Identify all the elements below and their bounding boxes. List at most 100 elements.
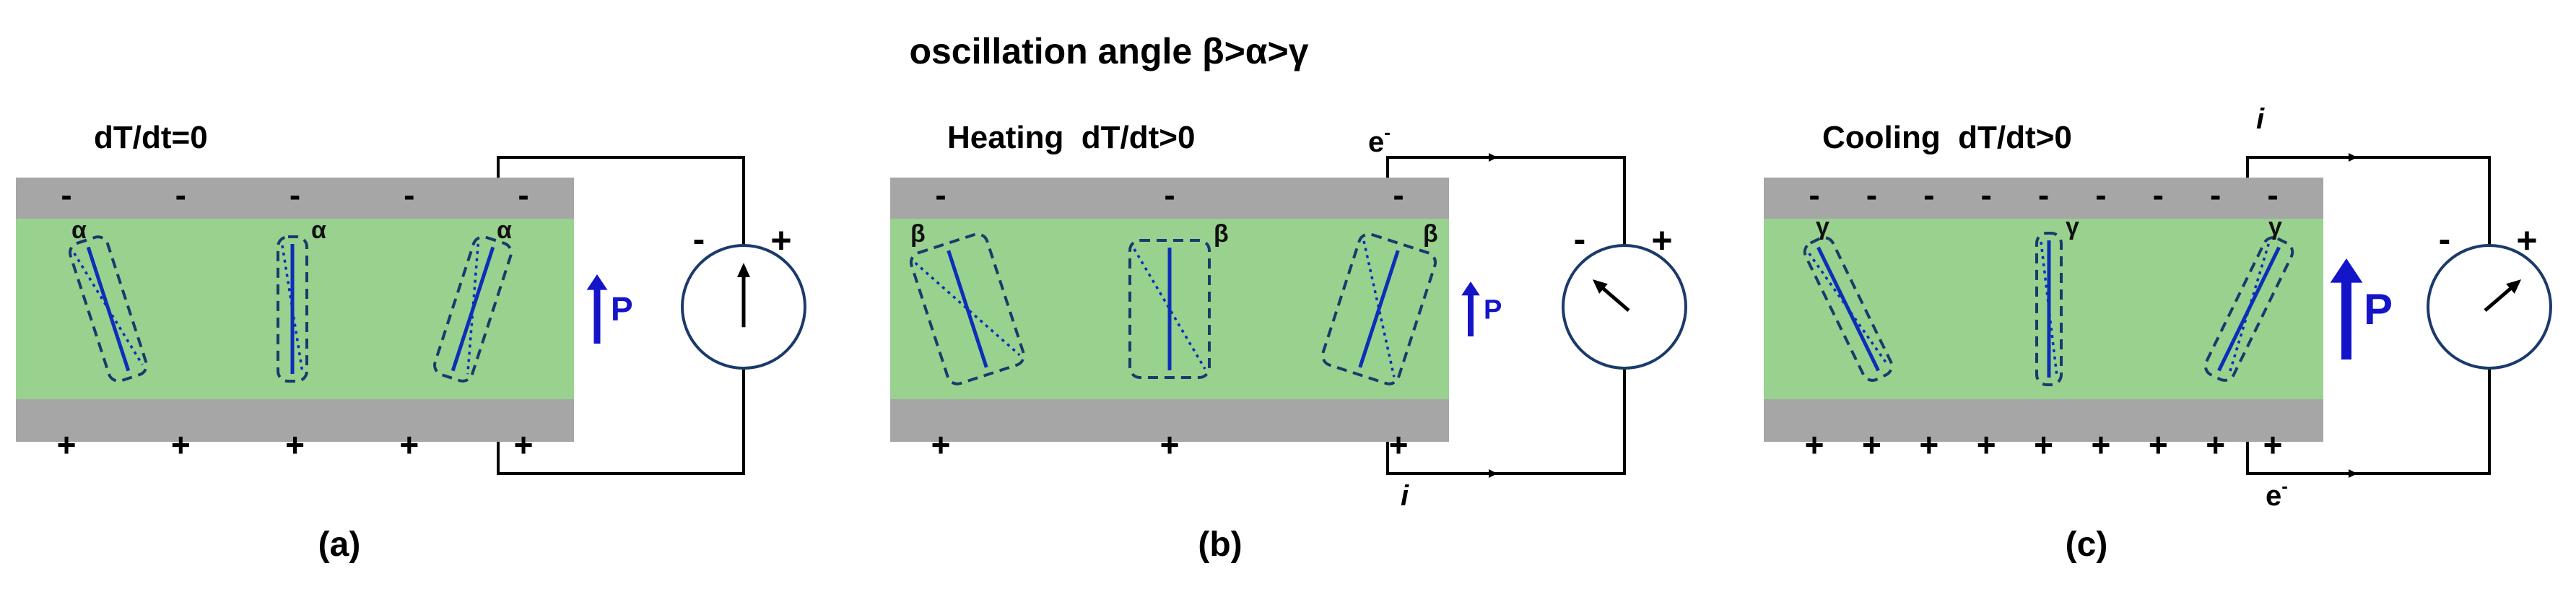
dipole-1 <box>1803 236 1894 382</box>
dipole-2 <box>277 235 308 383</box>
negative-charge: - <box>518 176 528 214</box>
negative-charge: - <box>1164 176 1175 214</box>
top-electrode <box>16 178 574 219</box>
wire-bottom <box>2246 368 2491 475</box>
oscillation-envelope <box>909 232 1026 385</box>
meter-needle-head <box>1592 279 1608 294</box>
negative-charge: - <box>175 176 186 214</box>
negative-charge: - <box>61 176 71 214</box>
polarization-arrow-head <box>586 274 608 290</box>
top-electrode <box>1764 178 2323 219</box>
angle-symbol: α <box>71 217 87 244</box>
panel-c-electron-bottom: e- <box>2266 475 2288 512</box>
wire-top <box>497 156 745 245</box>
dipole-2 <box>1128 239 1211 379</box>
positive-charge: + <box>2091 426 2110 463</box>
panel-a-condition: dT/dt=0 <box>94 120 208 155</box>
meter-minus: - <box>693 219 705 259</box>
panel-b-electron-top: e- <box>1368 121 1391 158</box>
panel-c-caption: (c) <box>2066 526 2108 564</box>
negative-charge: - <box>404 176 414 214</box>
polarization-label: P <box>611 290 633 328</box>
dipole-tilt-extent <box>466 243 479 375</box>
dipole-tilt-extent <box>73 252 144 366</box>
oscillation-envelope <box>69 235 148 383</box>
wire-bottom <box>1386 368 1626 475</box>
dipole-axis <box>2217 246 2281 372</box>
panel-c-current-top: i <box>2256 103 2265 135</box>
negative-charge: - <box>2267 176 2278 214</box>
positive-charge: + <box>1805 426 1824 463</box>
dipole-3 <box>433 235 513 383</box>
angle-symbol: α <box>311 217 326 244</box>
bottom-electrode <box>890 399 1449 442</box>
oscillation-envelope <box>277 235 308 383</box>
main-title: oscillation angle β>α>γ <box>909 31 1308 71</box>
negative-charge: - <box>2210 176 2221 214</box>
wire-bottom <box>497 368 745 475</box>
panel-a-caption: (a) <box>318 526 361 564</box>
angle-symbol: β <box>1423 220 1438 248</box>
top-electrode <box>890 178 1449 219</box>
positive-charge: + <box>1919 426 1938 463</box>
meter-plus: + <box>2516 220 2537 261</box>
meter-needle-head <box>2506 279 2522 294</box>
negative-charge: - <box>1980 176 1991 214</box>
oscillation-envelope <box>1803 236 1894 382</box>
negative-charge: - <box>2095 176 2106 214</box>
negative-charge: - <box>1866 176 1877 214</box>
negative-charge: - <box>1393 176 1404 214</box>
dipole-axis <box>1816 246 1880 372</box>
positive-charge: + <box>931 426 951 463</box>
negative-charge: - <box>2153 176 2164 214</box>
negative-charge: - <box>1923 176 1934 214</box>
meter-minus: - <box>2439 219 2451 259</box>
polarization-label: P <box>2364 285 2393 334</box>
positive-charge: + <box>171 426 191 463</box>
oscillation-envelope <box>1128 239 1211 379</box>
pyroelectric-film <box>16 219 574 399</box>
dipole-tilt-extent <box>1362 240 1396 378</box>
panel-b-current-bottom: i <box>1401 480 1409 512</box>
negative-charge: - <box>2038 176 2049 214</box>
positive-charge: + <box>285 426 305 463</box>
panel-b-condition: Heating dT/dt>0 <box>947 120 1195 155</box>
meter-needle-head <box>737 263 750 277</box>
panel-b-caption: (b) <box>1198 526 1242 564</box>
positive-charge: + <box>1862 426 1881 463</box>
wire-top <box>1386 156 1626 245</box>
oscillation-envelope <box>2035 232 2063 386</box>
dipole-1 <box>69 235 148 383</box>
angle-symbol: γ <box>2066 213 2079 240</box>
dipole-1 <box>909 232 1026 385</box>
bottom-electrode <box>16 399 574 442</box>
positive-charge: + <box>514 426 534 463</box>
oscillation-envelope <box>433 235 513 383</box>
dipole-tilt-extent <box>1808 252 1889 366</box>
negative-charge: - <box>290 176 300 214</box>
oscillation-envelope <box>2203 236 2294 382</box>
dipole-tilt-extent <box>914 261 1021 357</box>
positive-charge: + <box>2206 426 2225 463</box>
angle-symbol: β <box>1214 220 1229 248</box>
panel-c-condition: Cooling dT/dt>0 <box>1822 120 2072 155</box>
dipole-2 <box>2035 232 2063 386</box>
polarization-arrow-head <box>1461 282 1480 296</box>
dipole-3 <box>2203 236 2294 382</box>
bottom-electrode <box>1764 399 2323 442</box>
positive-charge: + <box>399 426 419 463</box>
positive-charge: + <box>2263 426 2283 463</box>
angle-symbol: γ <box>1816 213 1829 240</box>
polarization-arrow-head <box>2330 258 2363 283</box>
angle-symbol: β <box>910 220 926 248</box>
polarization-label: P <box>1484 295 1502 325</box>
positive-charge: + <box>2149 426 2168 463</box>
positive-charge: + <box>1160 426 1180 463</box>
angle-symbol: γ <box>2268 213 2282 240</box>
wire-top <box>2246 156 2491 245</box>
negative-charge: - <box>1809 176 1819 214</box>
angle-symbol: α <box>497 217 512 244</box>
